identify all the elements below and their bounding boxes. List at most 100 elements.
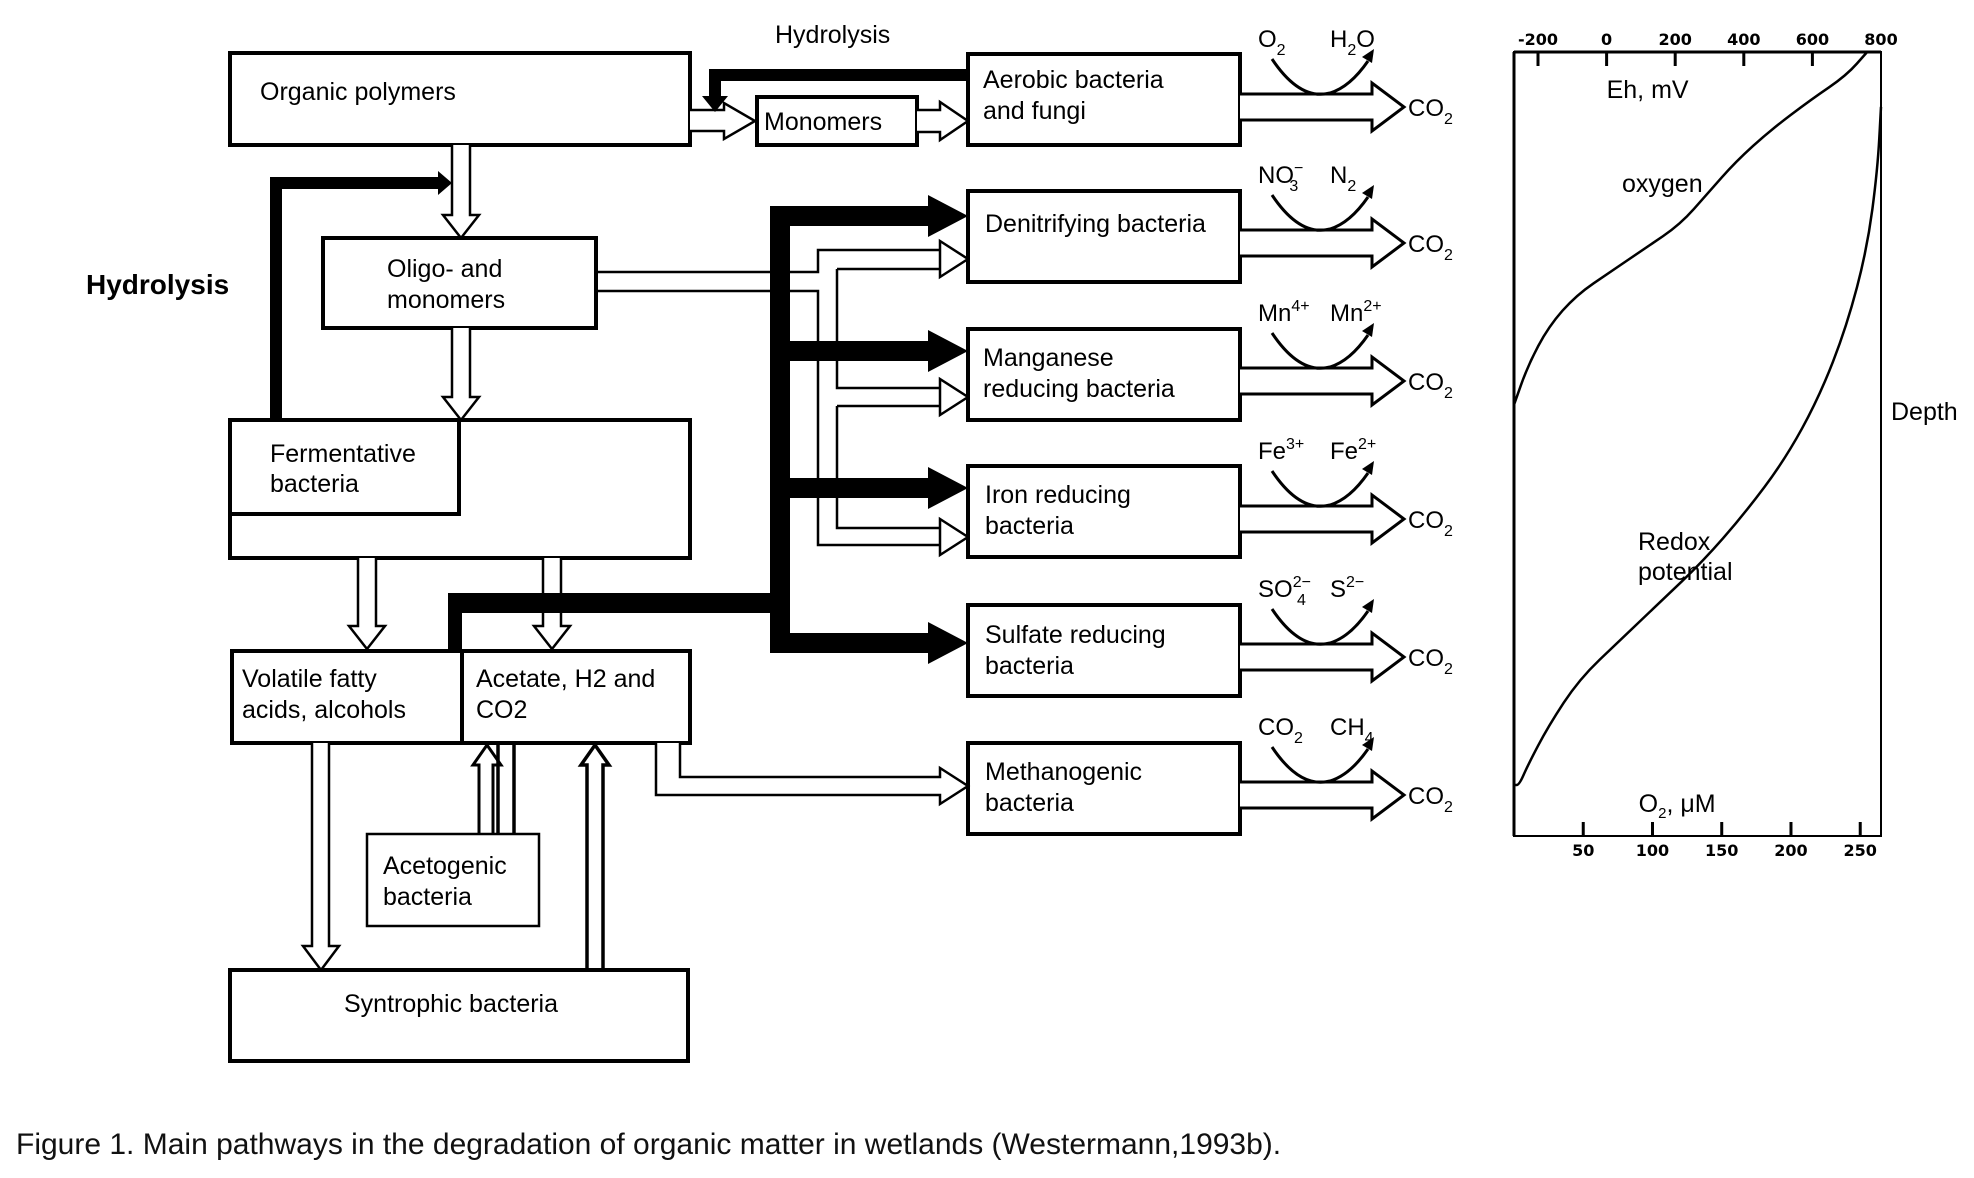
reduced-product-label: H2O xyxy=(1330,26,1375,59)
arrow-acetogenic-up xyxy=(470,742,504,834)
arrowhead-icon xyxy=(1362,599,1374,613)
electron-acceptor-label: O2 xyxy=(1258,26,1286,59)
co2-output-arrow xyxy=(1240,492,1407,546)
reaction-curve-icon xyxy=(1270,608,1370,646)
reduced-product-label: CH4 xyxy=(1330,714,1374,747)
co2-label: CO2 xyxy=(1408,507,1453,540)
electron-acceptor-label: SO2−4 xyxy=(1258,574,1311,609)
vfa-box xyxy=(230,649,464,745)
arrow-syntrophic-to-acetate xyxy=(577,741,613,970)
top-axis-title: Eh, mV xyxy=(1607,76,1689,104)
reaction-output-2: Mn4+ Mn2+ CO2 xyxy=(1240,298,1453,408)
reduced-product-label: Fe2+ xyxy=(1330,436,1376,465)
top-tick-label: 200 xyxy=(1659,30,1692,49)
acetate-label-line1: Acetate, H2 and xyxy=(476,665,655,693)
co2-output-arrow xyxy=(1240,80,1407,134)
acetate-box xyxy=(460,649,692,745)
figure-caption: Figure 1. Main pathways in the degradati… xyxy=(16,1128,1281,1161)
oligo-label-line2: monomers xyxy=(387,286,505,314)
organic-polymers-label: Organic polymers xyxy=(260,78,456,106)
arrow-vfa-to-syntrophic xyxy=(300,743,342,973)
arrow-oligo-to-fermentative xyxy=(440,328,482,423)
top-tick-label: 0 xyxy=(1601,30,1612,49)
acetogenic-label-line2: bacteria xyxy=(383,883,472,911)
methanogenic-bacteria-box xyxy=(966,741,1242,836)
arrow-fermentative-to-vfa xyxy=(346,558,388,652)
hydrolysis-left-label: Hydrolysis xyxy=(86,269,229,300)
reduced-product-label: Mn2+ xyxy=(1330,298,1382,327)
arrowhead-icon xyxy=(1362,461,1374,475)
arrowhead-icon xyxy=(1362,185,1374,199)
manganese-label-line1: Manganese xyxy=(983,344,1114,372)
bottom-tick-label: 50 xyxy=(1572,841,1594,860)
bottom-tick-label: 100 xyxy=(1636,841,1669,860)
depth-axis-label: Depth xyxy=(1891,398,1958,426)
reduced-product-label: S2− xyxy=(1330,574,1364,603)
methanogenic-label-line1: Methanogenic xyxy=(985,758,1142,786)
reaction-curve-icon xyxy=(1270,746,1370,784)
bottom-tick-label: 200 xyxy=(1774,841,1807,860)
thick-arrow-to-iron xyxy=(770,467,968,509)
co2-label: CO2 xyxy=(1408,95,1453,128)
electron-acceptor-label: Mn4+ xyxy=(1258,298,1310,327)
arrow-polymers-to-monomers xyxy=(690,100,758,142)
top-tick-label: 600 xyxy=(1796,30,1829,49)
aerobic-label-line1: Aerobic bacteria xyxy=(983,66,1164,94)
arrowhead-icon xyxy=(1362,323,1374,337)
co2-label: CO2 xyxy=(1408,645,1453,678)
redox-series-label-line1: Redox xyxy=(1638,528,1711,556)
thick-arrow-to-manganese xyxy=(770,330,968,372)
reduced-product-label: N2 xyxy=(1330,162,1356,195)
thick-arrow-to-sulfate xyxy=(770,622,968,664)
vfa-label-line1: Volatile fatty xyxy=(242,665,377,693)
iron-label-line1: Iron reducing xyxy=(985,481,1131,509)
arrow-polymers-to-oligo xyxy=(440,145,482,241)
acetogenic-label-line1: Acetogenic xyxy=(383,852,507,880)
sulfate-label-line2: bacteria xyxy=(985,652,1074,680)
syntrophic-label: Syntrophic bacteria xyxy=(344,990,558,1018)
hydrolysis-top-label: Hydrolysis xyxy=(775,21,890,49)
sulfate-bacteria-box xyxy=(966,603,1242,698)
oligo-monomers-box xyxy=(321,236,598,330)
reaction-curve-icon xyxy=(1270,470,1370,508)
arrowhead-icon xyxy=(1362,49,1374,63)
aerobic-bacteria-box xyxy=(966,52,1242,147)
top-tick-label: 400 xyxy=(1727,30,1760,49)
manganese-label-line2: reducing bacteria xyxy=(983,375,1175,403)
co2-label: CO2 xyxy=(1408,783,1453,816)
co2-output-arrow xyxy=(1240,630,1407,684)
aerobic-label-line2: and fungi xyxy=(983,97,1086,125)
electron-acceptor-label: NO−3 xyxy=(1258,160,1303,195)
oxygen-series-label: oxygen xyxy=(1622,170,1703,198)
denitrifying-label: Denitrifying bacteria xyxy=(985,210,1206,238)
electron-acceptor-label: Fe3+ xyxy=(1258,436,1304,465)
hollow-pipes-oligo xyxy=(596,238,971,558)
monomers-label: Monomers xyxy=(764,108,882,136)
vfa-label-line2: acids, alcohols xyxy=(242,696,406,724)
co2-label: CO2 xyxy=(1408,231,1453,264)
series-line-redox xyxy=(1514,106,1883,787)
arrowhead-icon xyxy=(1362,737,1374,751)
co2-output-arrow xyxy=(1240,354,1407,408)
series-line-oxygen xyxy=(1512,51,1869,406)
reaction-output-0: O2 H2O CO2 xyxy=(1240,26,1453,134)
reaction-curve-icon xyxy=(1270,194,1370,232)
iron-bacteria-box xyxy=(966,464,1242,559)
sulfate-label-line1: Sulfate reducing xyxy=(985,621,1166,649)
manganese-bacteria-box xyxy=(966,327,1242,422)
fermentative-bacteria-box xyxy=(228,418,461,516)
thick-arrow-aerobic-feedback xyxy=(702,69,968,112)
co2-label: CO2 xyxy=(1408,369,1453,402)
acetogenic-bacteria-box xyxy=(365,832,541,928)
bottom-tick-label: 250 xyxy=(1844,841,1877,860)
co2-output-arrow xyxy=(1240,216,1407,270)
arrow-acetate-to-methanogenic xyxy=(654,743,971,807)
bottom-tick-label: 150 xyxy=(1705,841,1738,860)
oligo-label-line1: Oligo- and xyxy=(387,255,502,283)
top-tick-label: 800 xyxy=(1864,30,1897,49)
acetate-label-line2: CO2 xyxy=(476,696,527,724)
